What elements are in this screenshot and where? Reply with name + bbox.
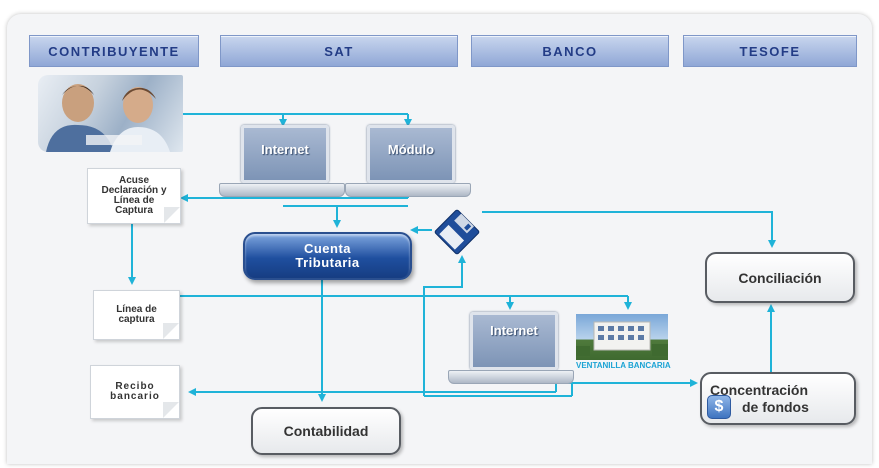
recibo-bancario-label: Recibo bancario: [110, 381, 160, 402]
arrow-to-conciliacion: [482, 211, 776, 248]
dollar-icon: $: [707, 395, 731, 419]
concentracion-title: Concentración: [710, 381, 809, 398]
page-fold-icon: [164, 207, 180, 223]
building-icon: [576, 321, 668, 356]
linea-captura-label: Línea de captura: [116, 304, 157, 325]
header-tab-sat: SAT: [220, 35, 458, 67]
contabilidad-node: Contabilidad: [251, 407, 401, 455]
laptop-screen: Internet: [470, 312, 558, 370]
laptop-internet-banco-label: Internet: [490, 323, 538, 338]
linea-captura-document: Línea de captura: [93, 290, 180, 340]
line-bank-branches: [555, 383, 573, 396]
laptop-modulo: Módulo: [345, 125, 471, 197]
contribuyente-photo: [38, 75, 183, 152]
conciliacion-node: Conciliación: [705, 252, 855, 303]
conciliacion-label: Conciliación: [738, 269, 822, 286]
laptop-keyboard-icon: [448, 370, 574, 384]
laptop-keyboard-icon: [345, 183, 471, 197]
cuenta-tributaria-node: Cuenta Tributaria: [243, 232, 412, 280]
laptop-screen: Módulo: [367, 125, 455, 183]
header-tab-tesofe: TESOFE: [683, 35, 857, 67]
header-tab-banco: BANCO: [471, 35, 669, 67]
laptop-internet-sat: Internet: [219, 125, 345, 197]
recibo-bancario-document: Recibo bancario: [90, 365, 180, 419]
laptop-internet-banco: Internet: [448, 312, 574, 384]
laptop-keyboard-icon: [219, 183, 345, 197]
ventanilla-bancaria-label: VENTANILLA BANCARIA: [576, 361, 671, 370]
laptop-screen: Internet: [241, 125, 329, 183]
contabilidad-label: Contabilidad: [283, 423, 369, 439]
cuenta-tributaria-label: Cuenta Tributaria: [295, 241, 360, 270]
acuse-label: Acuse Declaración y Línea de Captura: [101, 175, 167, 216]
header-tab-contribuyente: CONTRIBUYENTE: [29, 35, 199, 67]
floppy-disk-icon: [432, 207, 482, 257]
bank-building-image: [576, 314, 668, 360]
page-fold-icon: [163, 323, 179, 339]
people-icon: [46, 84, 170, 152]
laptop-internet-label: Internet: [261, 142, 309, 157]
page-fold-icon: [163, 402, 179, 418]
laptop-modulo-label: Módulo: [387, 142, 435, 157]
concentracion-sub: de fondos: [742, 398, 809, 415]
acuse-document: Acuse Declaración y Línea de Captura: [87, 168, 181, 224]
arrow-return-to-floppy: [423, 255, 466, 396]
